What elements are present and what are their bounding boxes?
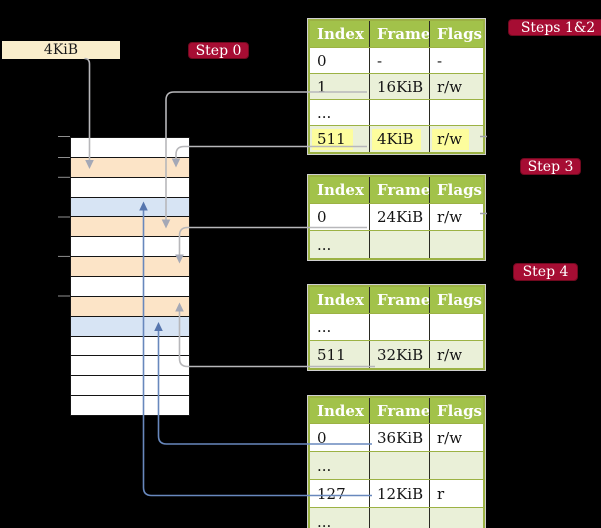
column-header: Frame — [369, 287, 429, 313]
table-cell: ... — [317, 456, 332, 475]
table-cell: 16KiB — [369, 74, 429, 99]
step-4-badge: Step 4 — [513, 263, 578, 281]
table-cell: r — [429, 480, 483, 507]
table-cell — [429, 100, 483, 125]
memory-frame-row-orange — [71, 157, 189, 178]
memory-frame-row-white — [71, 376, 189, 397]
table-row: 0 -- — [310, 48, 483, 74]
column-header: Index — [317, 401, 364, 420]
table-cell: ... — [317, 318, 332, 336]
table-cell: 511 — [317, 345, 346, 364]
table-cell — [429, 314, 483, 340]
physical-memory-column — [70, 137, 190, 416]
table-cell: 0 — [317, 51, 327, 70]
column-header: Frame — [369, 177, 429, 203]
root-table-address-label: 4KiB — [43, 42, 79, 58]
table-row: 511 4KiB r/w — [310, 126, 483, 152]
table-cell: r/w — [429, 204, 483, 230]
step-0-badge: Step 0 — [188, 42, 249, 59]
memory-frame-row-white — [71, 336, 189, 357]
highlighted-value: 4KiB — [372, 128, 421, 150]
table-cell: 511 — [310, 126, 369, 152]
table-cell: 4KiB — [369, 126, 429, 152]
step-3-label: Step 3 — [527, 158, 574, 175]
column-header: Flags — [429, 287, 483, 313]
table-cell: - — [369, 48, 429, 73]
table-cell: r/w — [429, 341, 483, 368]
table-cell: 12KiB — [369, 480, 429, 507]
column-header: Flags — [429, 177, 483, 203]
table-cell — [369, 314, 429, 340]
column-header: Flags — [429, 21, 483, 47]
column-header: Frame — [369, 21, 429, 47]
table-cell: r/w — [429, 126, 483, 152]
column-header: Index — [317, 291, 364, 309]
table-cell — [369, 100, 429, 125]
memory-frame-row-white — [71, 396, 189, 416]
table-cell — [429, 452, 483, 479]
column-header: Index — [317, 181, 364, 199]
memory-frame-row-white — [71, 138, 189, 158]
table-cell: ... — [317, 103, 332, 122]
memory-frame-row-white — [71, 277, 189, 297]
table-cell: 127 — [317, 484, 346, 503]
table-cell: 36KiB — [369, 424, 429, 451]
step-0-label: Step 0 — [195, 42, 242, 59]
table-row: ... — [310, 231, 483, 258]
table-cell: ... — [317, 513, 332, 528]
table-cell — [429, 508, 483, 528]
memory-frame-row-orange — [71, 217, 189, 238]
table-cell: 24KiB — [369, 204, 429, 230]
table-cell — [429, 231, 483, 258]
steps-1-2-badge: Steps 1&2 — [508, 19, 601, 36]
steps-1-2-label: Steps 1&2 — [520, 19, 596, 36]
column-header: Index — [317, 25, 364, 43]
memory-frame-row-white — [71, 177, 189, 198]
table-cell — [369, 231, 429, 258]
table-row: ... — [310, 508, 483, 528]
step-3-badge: Step 3 — [520, 158, 581, 175]
memory-frame-row-orange — [71, 257, 189, 278]
highlighted-value: 511 — [312, 128, 353, 150]
table-cell: 0 — [317, 208, 327, 226]
step-4-label: Step 4 — [522, 264, 569, 280]
column-header: Flags — [429, 398, 483, 423]
memory-frame-row-blue — [71, 316, 189, 337]
memory-frame-row-white — [71, 237, 189, 258]
root-table-address-box: 4KiB — [2, 41, 120, 59]
table-cell — [369, 508, 429, 528]
memory-frame-row-blue — [71, 197, 189, 218]
table-row: ... — [310, 314, 483, 341]
table-cell: r/w — [429, 74, 483, 99]
table-cell — [369, 452, 429, 479]
table-cell: 0 — [317, 428, 327, 447]
highlighted-value: r/w — [432, 128, 470, 150]
memory-frame-row-white — [71, 356, 189, 377]
table-cell: 32KiB — [369, 341, 429, 368]
memory-frame-row-orange — [71, 296, 189, 317]
memory-tick-marks — [58, 136, 70, 297]
column-header: Frame — [369, 398, 429, 423]
table-row: ... — [310, 452, 483, 480]
table-cell: ... — [317, 235, 332, 254]
table-cell: 1 — [317, 77, 327, 96]
table-row: ... — [310, 100, 483, 126]
table-cell: - — [429, 48, 483, 73]
table-cell: r/w — [429, 424, 483, 451]
